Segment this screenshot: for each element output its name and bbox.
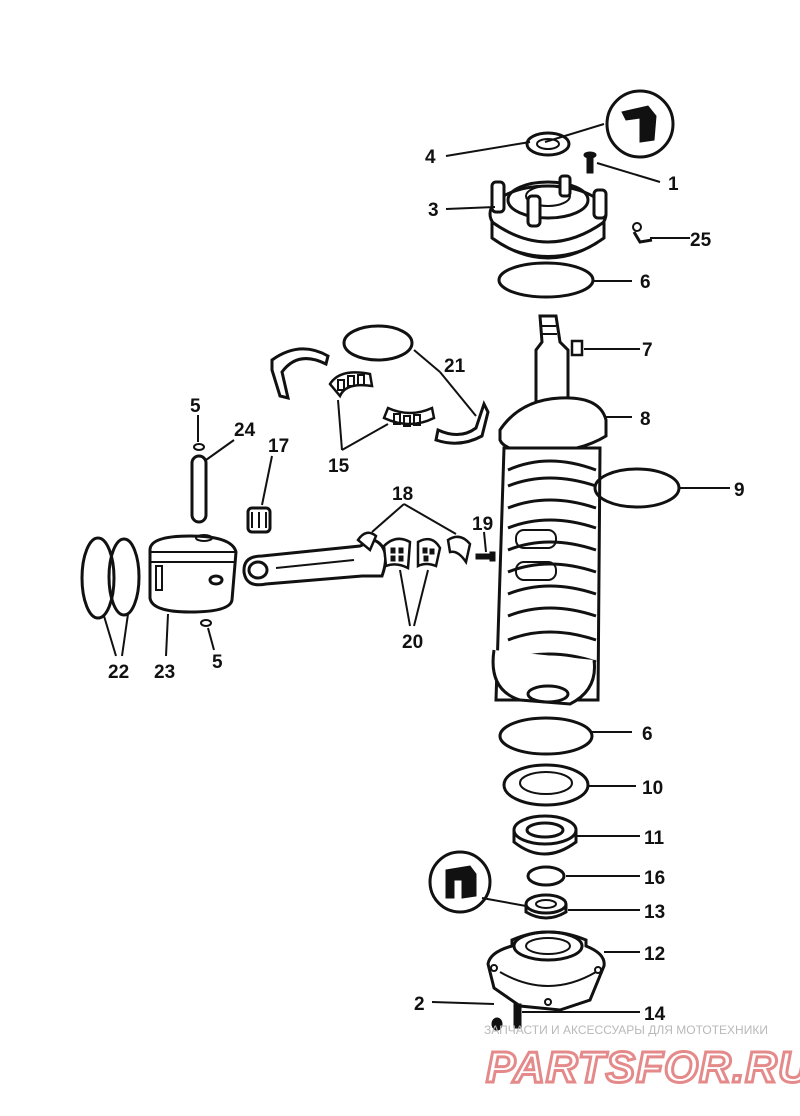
part-13-oil-seal xyxy=(524,893,640,920)
part-24-piston-pin xyxy=(190,439,235,524)
sealant-callout-top xyxy=(544,89,675,159)
watermark-tagline: ЗАПЧАСТИ И АКСЕССУАРЫ ДЛЯ МОТОТЕХНИКИ xyxy=(484,1023,768,1037)
label-part-17: 17 xyxy=(268,436,289,457)
label-part-8: 8 xyxy=(640,409,651,430)
part-1-screw xyxy=(583,151,597,174)
label-part-3: 3 xyxy=(428,200,439,221)
part-17-needle-bearing xyxy=(246,455,273,534)
part-25-clip xyxy=(632,222,653,244)
leaders-top xyxy=(445,141,690,239)
part-19-rod-screw xyxy=(475,531,496,562)
part-21-bearing-race xyxy=(270,324,490,445)
label-part-9: 9 xyxy=(734,480,745,501)
label-part-12: 12 xyxy=(644,944,665,965)
part-6-o-ring-lower xyxy=(498,716,632,756)
label-part-5-upper: 5 xyxy=(190,396,201,417)
part-5-piston-pin-clip-lower xyxy=(200,619,215,651)
part-2-screw xyxy=(431,1001,503,1031)
label-part-11: 11 xyxy=(644,828,665,849)
label-part-22: 22 xyxy=(108,662,129,683)
part-22-piston-rings xyxy=(80,536,141,657)
part-20-needle-cages xyxy=(382,537,442,627)
label-part-4: 4 xyxy=(425,147,436,168)
part-3-upper-bearing-housing xyxy=(488,174,608,260)
part-23-piston xyxy=(148,534,238,657)
part-9-snap-ring xyxy=(593,467,730,509)
label-part-20: 20 xyxy=(402,632,423,653)
label-part-13: 13 xyxy=(644,902,665,923)
part-6-o-ring-upper xyxy=(497,261,632,299)
part-4-washer xyxy=(525,131,571,157)
label-part-25: 25 xyxy=(690,230,712,251)
part-labels: 1 2 3 4 5 5 6 6 7 8 9 10 11 12 13 14 15 … xyxy=(108,147,745,1025)
watermark-brand: PARTSFOR.RU xyxy=(486,1043,800,1092)
label-part-24: 24 xyxy=(234,420,256,441)
label-part-21: 21 xyxy=(444,356,466,377)
part-11-ball-bearing xyxy=(512,814,640,856)
label-part-23: 23 xyxy=(154,662,175,683)
label-part-2: 2 xyxy=(414,994,425,1015)
label-part-19: 19 xyxy=(472,514,493,535)
part-18-rod-cap-halves xyxy=(356,503,472,566)
label-part-16: 16 xyxy=(644,868,665,889)
part-15-needle-bearing-cages xyxy=(328,371,436,451)
watermark: ЗАПЧАСТИ И АКСЕССУАРЫ ДЛЯ МОТОТЕХНИКИ PA… xyxy=(484,1023,800,1094)
part-12-lower-bearing-housing xyxy=(486,930,640,1012)
part-10-gasket xyxy=(502,763,636,807)
label-part-15: 15 xyxy=(328,456,350,477)
label-part-18: 18 xyxy=(392,484,413,505)
label-part-1: 1 xyxy=(668,174,679,195)
label-part-7: 7 xyxy=(642,340,653,361)
sealant-callout-bottom xyxy=(428,850,527,914)
label-part-10: 10 xyxy=(642,778,663,799)
part-14-screw xyxy=(513,1003,640,1029)
part-5-piston-pin-clip-upper xyxy=(193,415,205,451)
part-16-retaining-ring xyxy=(526,865,640,887)
label-part-14: 14 xyxy=(644,1004,666,1025)
label-part-6-lower: 6 xyxy=(642,724,653,745)
part-8-crankshaft xyxy=(491,314,640,706)
label-part-5-lower: 5 xyxy=(212,652,223,673)
label-part-6-upper: 6 xyxy=(640,272,651,293)
